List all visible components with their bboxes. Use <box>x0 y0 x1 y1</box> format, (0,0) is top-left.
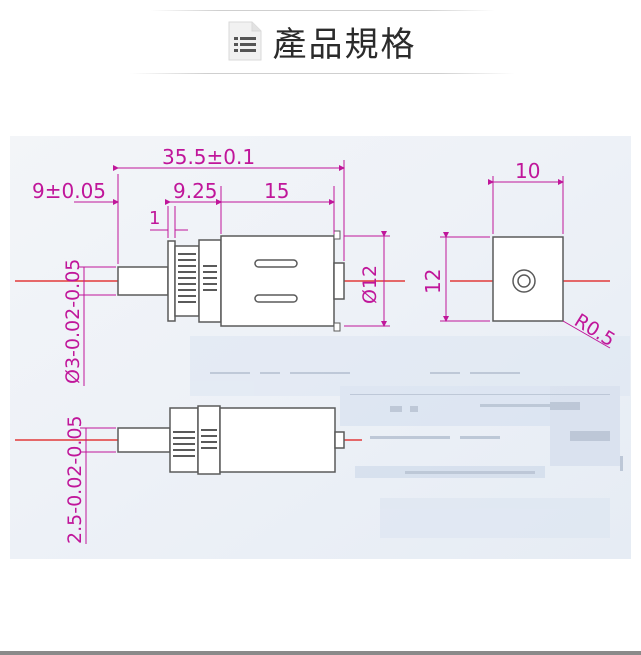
side-view-gear-plate-2 <box>197 405 221 475</box>
dim-motor-length: 15 <box>264 179 289 203</box>
top-view-gear-plate-1 <box>174 245 200 317</box>
background-decor <box>190 336 630 538</box>
side-view-motor <box>15 405 362 475</box>
dim-flange: 1 <box>149 208 160 229</box>
top-view-gear-teeth <box>178 253 196 303</box>
top-view-gear-plate-2 <box>198 239 222 323</box>
side-view-gear-plate-1 <box>169 407 199 473</box>
document-list-icon <box>228 21 261 61</box>
end-view <box>450 236 610 322</box>
dim-overall-length: 35.5±0.1 <box>162 145 255 169</box>
top-view-motor <box>15 230 405 332</box>
dim-end-width: 10 <box>515 159 540 183</box>
top-view-flange <box>167 240 176 322</box>
page-title: 產品規格 <box>272 24 417 65</box>
dim-shaft-flat: 2.5-0.02-0.05 <box>64 415 86 544</box>
side-view-dimensions <box>80 427 116 544</box>
top-view-end-cap <box>333 262 345 300</box>
top-view-shaft <box>117 266 169 296</box>
dim-diameter: Ø12 <box>359 265 381 304</box>
header-bottom-rule <box>130 73 515 74</box>
side-view-end-cap <box>334 431 345 449</box>
header-top-rule <box>150 10 495 11</box>
page-header: 產品規格 <box>0 12 641 70</box>
dim-shaft-diameter: Ø3-0.02-0.05 <box>62 259 84 384</box>
dim-gearbox-length: 9.25 <box>173 179 218 203</box>
footer-rule <box>0 651 641 655</box>
top-view-dimensions <box>74 160 390 386</box>
technical-drawing: 35.5±0.1 9±0.05 9.25 15 1 Ø12 Ø3-0.02-0.… <box>10 136 631 559</box>
side-view-motor-body <box>219 407 336 473</box>
end-view-dimensions <box>440 176 611 349</box>
top-view-motor-body <box>220 235 335 327</box>
side-view-shaft <box>117 427 171 453</box>
dim-end-height: 12 <box>421 269 445 294</box>
dim-shaft-length: 9±0.05 <box>32 179 106 203</box>
